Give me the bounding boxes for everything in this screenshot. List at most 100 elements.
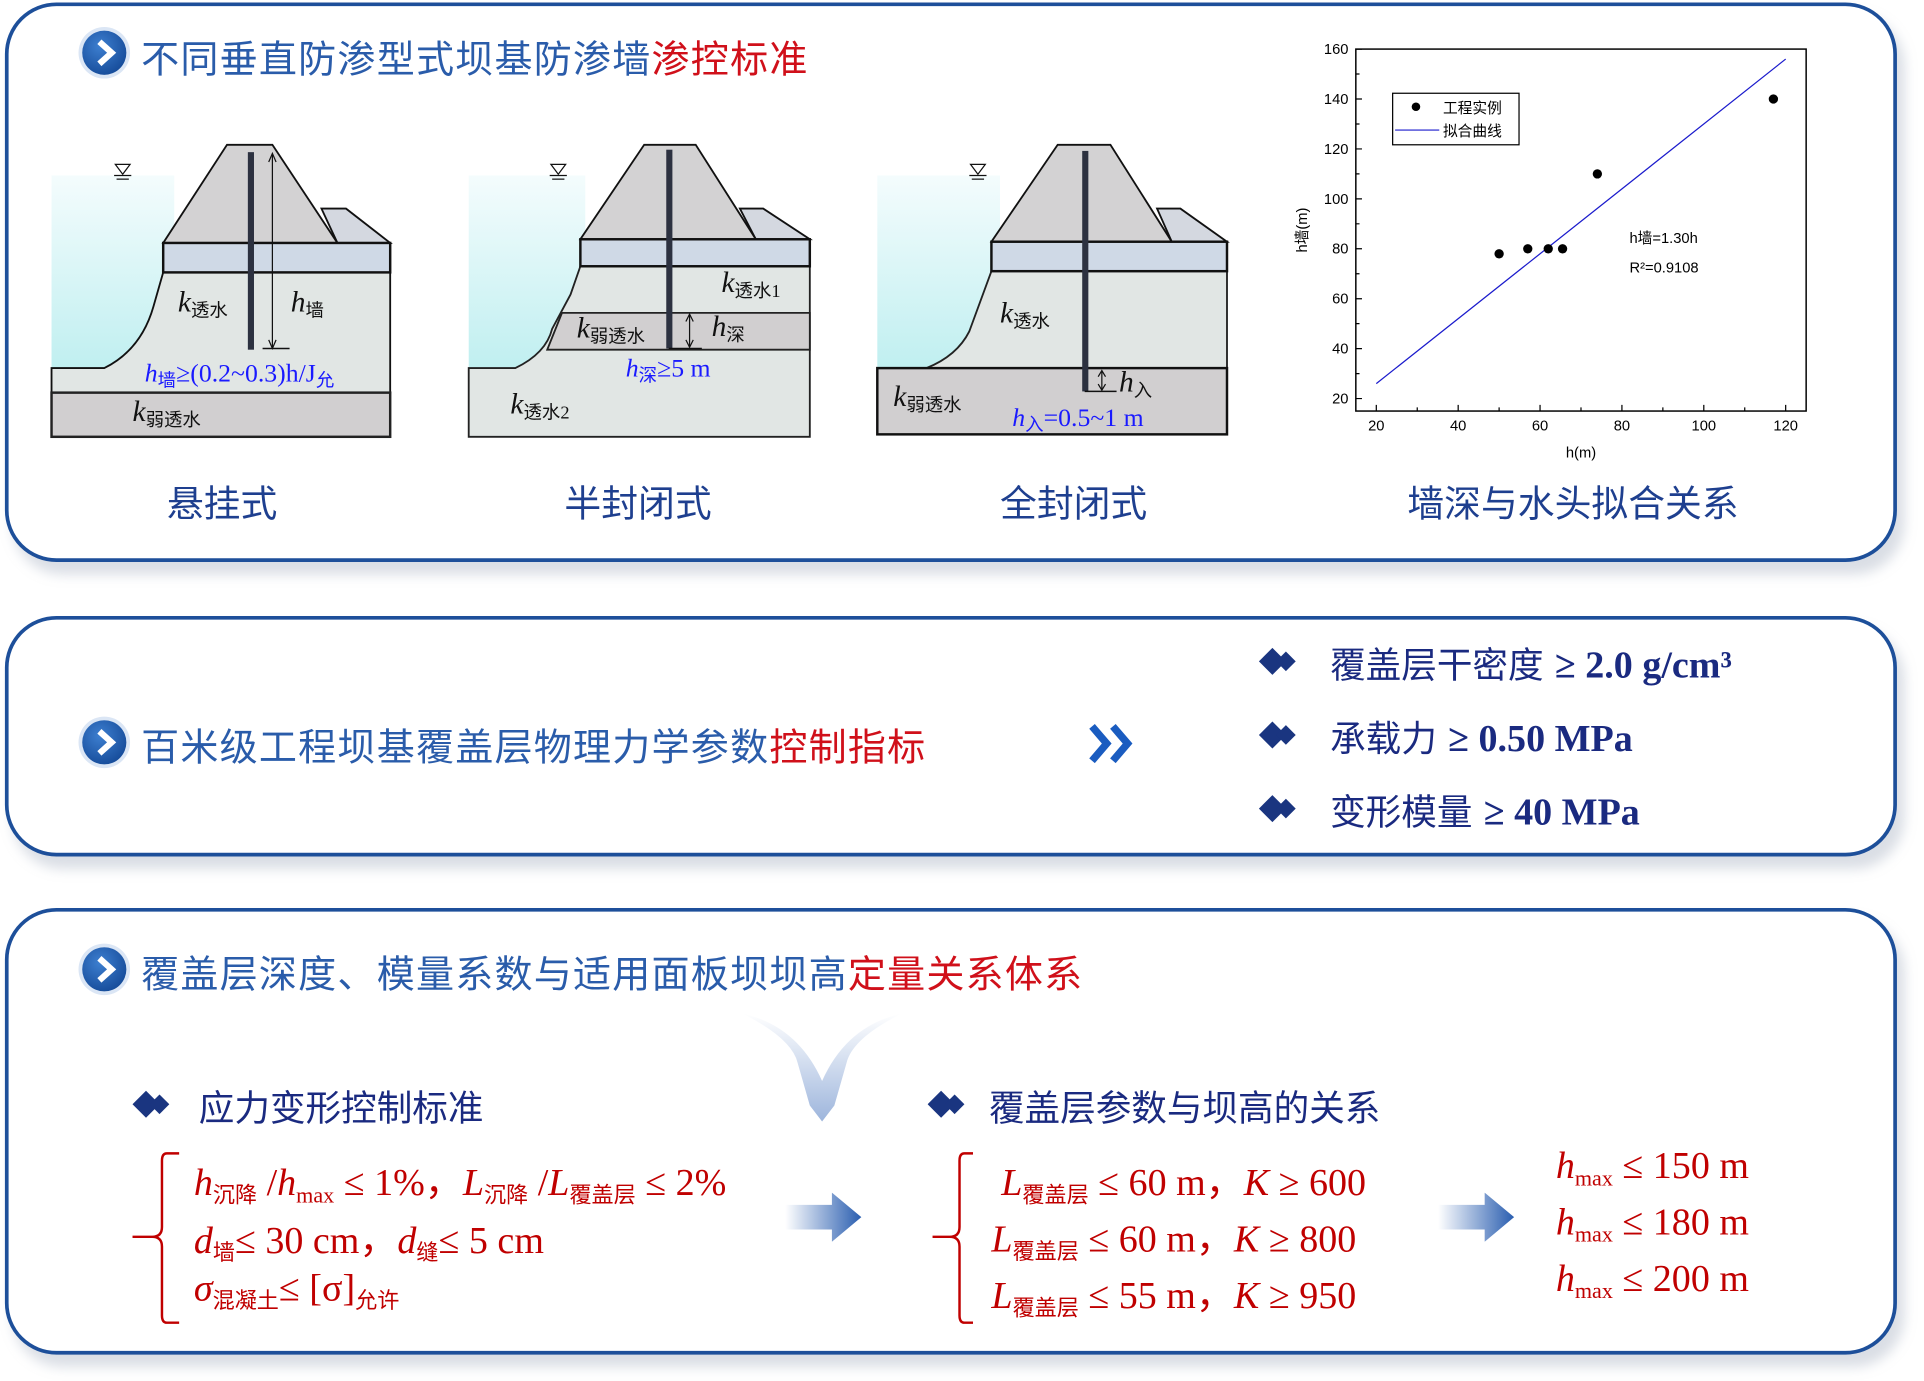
formula-segment: ≤ 150 m bbox=[1612, 1143, 1749, 1187]
stress-criterion: h沉降 /hmax ≤ 1%，L沉降 /L覆盖层 ≤ 2% bbox=[194, 1151, 726, 1210]
dam-height-limit: hmax ≤ 150 m bbox=[1556, 1144, 1749, 1192]
parameter-condition: L覆盖层 ≤ 60 m，K ≥ 800 bbox=[991, 1207, 1356, 1266]
formula-segment: L bbox=[1001, 1160, 1023, 1204]
formula-segment: L bbox=[991, 1273, 1013, 1317]
down-arrow-icon bbox=[742, 1013, 902, 1122]
formula-segment: L bbox=[462, 1160, 485, 1204]
data-point bbox=[1768, 94, 1779, 104]
legend-box bbox=[1392, 92, 1520, 146]
caption-fully-closed: 全封闭式 bbox=[1000, 483, 1148, 527]
k-permeable-label: k透水 bbox=[177, 287, 228, 322]
formula-segment: max bbox=[1574, 1278, 1613, 1304]
k-weak-label: k弱透水 bbox=[576, 312, 645, 348]
data-point bbox=[1523, 244, 1533, 254]
diagram-fully-closed bbox=[876, 143, 1230, 436]
panel2-title: 百米级工程坝基覆盖层物理力学参数控制指标 bbox=[141, 717, 926, 772]
formula-segment: ≤ 60 m， bbox=[1078, 1217, 1234, 1261]
formula-segment: ≤ 55 m， bbox=[1078, 1273, 1234, 1317]
k-permeable-label: k透水 bbox=[1000, 298, 1050, 333]
left-brace bbox=[132, 1152, 180, 1324]
y-axis-label: h墙(m) bbox=[1294, 208, 1311, 253]
y-tick-label: 120 bbox=[1324, 142, 1349, 158]
title-highlight: 渗控标准 bbox=[651, 38, 809, 83]
parameter-item: 覆盖层干密度 ≥ 2.0 g/cm³ bbox=[1330, 637, 1732, 689]
formula-segment: d bbox=[193, 1218, 213, 1262]
formula-segment: 缝 bbox=[416, 1240, 439, 1266]
formula-segment: ≤ 60 m， bbox=[1088, 1160, 1244, 1204]
y-tick-label: 60 bbox=[1332, 292, 1348, 308]
y-tick-label: 80 bbox=[1332, 242, 1348, 258]
y-tick-label: 100 bbox=[1324, 192, 1349, 208]
formula-segment: 沉降 bbox=[212, 1182, 258, 1208]
panel3-title: 覆盖层深度、模量系数与适用面板坝坝高定量关系体系 bbox=[141, 944, 1083, 999]
right-heading: 覆盖层参数与坝高的关系 bbox=[988, 1087, 1381, 1129]
parameter-condition: L覆盖层 ≤ 55 m，K ≥ 950 bbox=[991, 1264, 1356, 1323]
x-tick-label: 60 bbox=[1532, 419, 1548, 435]
x-tick-label: 40 bbox=[1450, 419, 1466, 435]
formula-segment: 混凝土 bbox=[212, 1288, 279, 1313]
dam-height-limit: hmax ≤ 180 m bbox=[1556, 1200, 1749, 1248]
formula-segment: K bbox=[1233, 1273, 1260, 1317]
water-level-icon bbox=[549, 163, 567, 180]
right-brace bbox=[932, 1152, 974, 1324]
formula-segment: 覆盖层 bbox=[1012, 1239, 1079, 1264]
right-arrow-icon bbox=[1438, 1192, 1515, 1242]
depth-formula: h深≥5 m bbox=[625, 353, 711, 387]
parameter-label: 承载力 bbox=[1330, 717, 1437, 760]
diagram-semi-closed bbox=[467, 143, 813, 438]
fit-line bbox=[1375, 58, 1787, 385]
formula-segment: h bbox=[193, 1160, 213, 1204]
legend-label: 工程实例 bbox=[1443, 100, 1502, 117]
formula-segment: h bbox=[1555, 1200, 1575, 1243]
k-weak-label: k弱透水 bbox=[893, 381, 962, 416]
formula-segment: K bbox=[1243, 1160, 1270, 1204]
formula-segment: 沉降 bbox=[484, 1182, 529, 1208]
diamond-bullet-icon bbox=[1258, 795, 1296, 823]
title-highlight: 控制指标 bbox=[769, 726, 927, 771]
parameter-label: 变形模量 bbox=[1330, 791, 1473, 834]
formula-segment: ≤ 1%， bbox=[334, 1160, 463, 1204]
left-heading: 应力变形控制标准 bbox=[198, 1087, 484, 1129]
formula-segment: / bbox=[528, 1160, 549, 1204]
y-tick-label: 40 bbox=[1332, 342, 1348, 358]
parameter-item: 承载力 ≥ 0.50 MPa bbox=[1330, 710, 1633, 762]
chevron-circle-icon bbox=[82, 30, 127, 75]
y-tick-label: 140 bbox=[1324, 92, 1349, 108]
formula-segment: 覆盖层 bbox=[1012, 1295, 1079, 1321]
parameter-index-panel bbox=[4, 615, 1897, 857]
parameter-value: ≥ 2.0 g/cm³ bbox=[1554, 642, 1732, 686]
water-level-icon bbox=[969, 163, 987, 180]
formula-segment: ≥ 600 bbox=[1269, 1160, 1367, 1204]
formula-segment: ≤ 5 cm bbox=[438, 1218, 544, 1262]
formula-segment: h bbox=[1555, 1143, 1575, 1187]
water-level-icon bbox=[114, 163, 132, 180]
formula-segment: ≥ 950 bbox=[1259, 1273, 1357, 1317]
stress-criterion: σ混凝土≤ [σ]允许 bbox=[194, 1266, 399, 1315]
y-tick-label: 20 bbox=[1332, 391, 1348, 407]
diamond-bullet-icon bbox=[927, 1090, 965, 1118]
r2-annotation: R²=0.9108 bbox=[1629, 260, 1698, 276]
formula-segment: ≤ 2% bbox=[635, 1160, 727, 1204]
caption-suspended: 悬挂式 bbox=[166, 483, 278, 527]
title-text: 百米级工程坝基覆盖层物理力学参数 bbox=[141, 726, 770, 771]
caption-chart: 墙深与水头拟合关系 bbox=[1407, 483, 1739, 527]
h-wall-label: h墙 bbox=[290, 287, 324, 322]
diamond-bullet-icon bbox=[132, 1090, 170, 1118]
right-arrow-icon bbox=[785, 1192, 862, 1242]
chevron-circle-icon bbox=[82, 947, 127, 992]
suspended-cutoff-diagram bbox=[50, 143, 1230, 439]
legend-label: 拟合曲线 bbox=[1443, 123, 1502, 140]
x-tick-label: 100 bbox=[1692, 419, 1717, 435]
parameter-value: ≥ 0.50 MPa bbox=[1448, 716, 1633, 760]
panel1-title: 不同垂直防渗型式坝基防渗墙渗控标准 bbox=[141, 28, 808, 83]
data-point bbox=[1543, 244, 1553, 254]
data-point bbox=[1592, 169, 1603, 179]
double-chevron-icon bbox=[1089, 723, 1133, 764]
formula-segment: ≤ 30 cm， bbox=[234, 1218, 398, 1262]
legend-marker bbox=[1411, 102, 1421, 112]
formula-segment: L bbox=[991, 1217, 1013, 1261]
chevron-circle-icon bbox=[82, 720, 127, 765]
dam-height-limit: hmax ≤ 200 m bbox=[1556, 1256, 1749, 1304]
